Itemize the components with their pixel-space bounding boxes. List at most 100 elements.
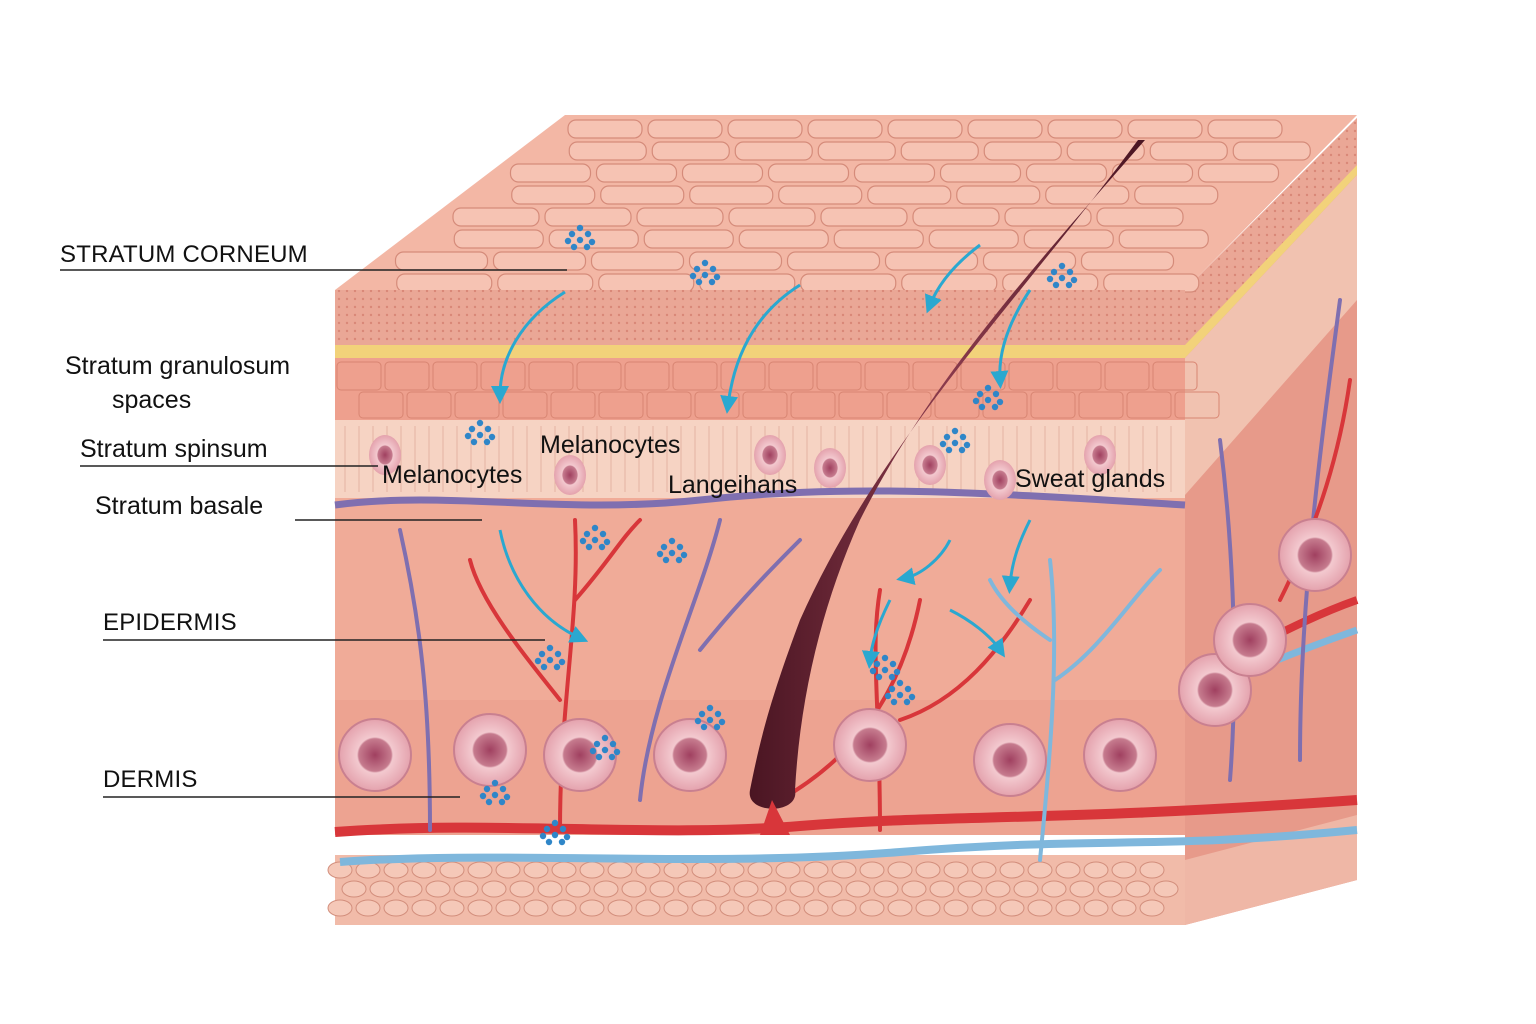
fat-cell [859, 899, 885, 917]
fat-cell [551, 899, 577, 917]
granulosum-cell [454, 391, 500, 419]
corneum-brick [1127, 119, 1203, 139]
particle [503, 793, 511, 801]
particle [551, 831, 559, 839]
particle [978, 403, 986, 411]
label-melanocytes-upper: Melanocytes [540, 431, 681, 459]
flow-arrow [1001, 519, 1032, 594]
corneum-brick [1197, 163, 1280, 183]
melanocyte [1084, 435, 1116, 475]
granulosum-cell [406, 391, 452, 419]
corneum-brick [800, 273, 897, 293]
corneum-brick [568, 141, 647, 161]
particle [1050, 268, 1058, 276]
melanocyte [369, 435, 401, 475]
flow-arrow [924, 243, 981, 314]
corneum-brick [590, 251, 685, 271]
fat-cell [691, 899, 717, 917]
particle [601, 734, 609, 742]
particle [869, 667, 877, 675]
corneum-brick [1118, 229, 1209, 249]
particle [593, 740, 601, 748]
particle [893, 668, 901, 676]
granulosum-cell [1008, 361, 1054, 391]
fat-cell [971, 899, 997, 917]
flow-arrow [896, 539, 952, 586]
fat-cell [369, 880, 395, 898]
particle [563, 833, 571, 841]
corneum-brick [1096, 207, 1184, 227]
fat-cell [733, 880, 759, 898]
particle [591, 536, 599, 544]
particle [540, 663, 548, 671]
particle [713, 273, 721, 281]
dermal-cells [338, 518, 1352, 797]
hair-shaft [749, 140, 1145, 809]
particle [881, 654, 889, 662]
fat-cell [341, 880, 367, 898]
particle [538, 650, 546, 658]
fat-cell [747, 899, 773, 917]
granulosum-cell [1104, 361, 1150, 391]
particle [959, 433, 967, 441]
particle [889, 660, 897, 668]
fat-cell [775, 861, 801, 879]
corneum-brick [1025, 163, 1108, 183]
fat-cell [453, 880, 479, 898]
particle [706, 716, 714, 724]
particle [576, 224, 584, 232]
corneum-brick [1134, 185, 1219, 205]
stratum-corneum-bricks [394, 119, 1311, 293]
particle [568, 230, 576, 238]
corneum-brick [967, 119, 1043, 139]
capillary [1038, 558, 1057, 862]
granulosum-cell [768, 361, 814, 391]
fat-cell [579, 861, 605, 879]
particle [675, 556, 683, 564]
fat-cell [635, 861, 661, 879]
particle [589, 747, 597, 755]
granulosum-cell [432, 361, 478, 391]
fat-cell [593, 880, 619, 898]
fat-cell [719, 861, 745, 879]
fat-cell [1139, 861, 1165, 879]
corneum-brick [939, 163, 1022, 183]
dermal-cell [543, 718, 617, 792]
particle [546, 656, 554, 664]
fat-cell [551, 861, 577, 879]
particle [579, 537, 587, 545]
particle [576, 236, 584, 244]
granulosum-cell [336, 361, 382, 391]
fat-cell [803, 899, 829, 917]
corneum-brick [689, 185, 774, 205]
particle [479, 792, 487, 800]
corneum-brick [767, 163, 850, 183]
fat-cell [579, 899, 605, 917]
particle [585, 543, 593, 551]
flow-arrow [861, 599, 892, 669]
corneum-brick [651, 141, 730, 161]
granulosum-cell [502, 391, 548, 419]
corneum-brick [956, 185, 1041, 205]
fat-cell [719, 899, 745, 917]
particle [958, 446, 966, 454]
melanocyte [984, 460, 1016, 500]
particle [709, 265, 717, 273]
particle [476, 419, 484, 427]
flow-arrow [720, 283, 801, 414]
particle [598, 543, 606, 551]
particle [963, 441, 971, 449]
particle [554, 650, 562, 658]
fat-cell [831, 899, 857, 917]
particle [701, 271, 709, 279]
fat-cell [761, 880, 787, 898]
corneum-brick [738, 229, 829, 249]
dermal-cell [973, 723, 1047, 797]
fat-cell [887, 899, 913, 917]
corneum-brick [688, 251, 783, 271]
dermal-cell [338, 718, 412, 792]
fat-cell [859, 861, 885, 879]
corneum-brick [983, 141, 1062, 161]
particle [608, 753, 616, 761]
melanocyte [814, 448, 846, 488]
